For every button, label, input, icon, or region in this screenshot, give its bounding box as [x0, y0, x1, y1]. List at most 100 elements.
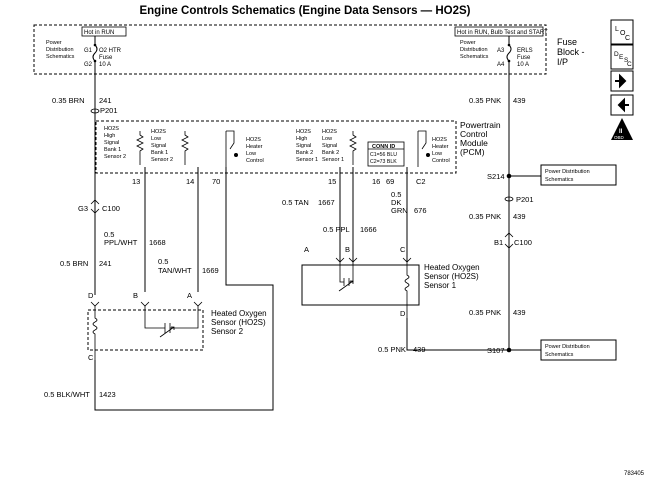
- fuse-word: Fuse: [517, 55, 531, 61]
- svg-text:OBD: OBD: [614, 135, 625, 140]
- svg-text:Bank 1: Bank 1: [151, 150, 168, 156]
- switch-icon: [225, 130, 235, 167]
- svg-text:HO2S: HO2S: [246, 137, 261, 143]
- fuse-block-label: Block -: [557, 47, 585, 57]
- svg-text:Bank 2: Bank 2: [322, 150, 339, 156]
- fuse-block-outline: [33, 24, 547, 75]
- fuse-rating: 10 A: [99, 62, 111, 68]
- pcm-circuit-1: HO2S High Signal Bank 1 Sensor 2: [104, 126, 126, 160]
- pcm-circuit-4: HO2S High Signal Bank 2 Sensor 1: [296, 129, 318, 163]
- sensor1-label: Heated Oxygen: [424, 263, 480, 272]
- wire-number: 439: [413, 345, 426, 354]
- fuse-rating: 10 A: [517, 62, 529, 68]
- conn-id-c2: C2=73 BLK: [370, 159, 397, 165]
- svg-text:Heater: Heater: [432, 144, 449, 150]
- heated-oxygen-sensor-2[interactable]: [87, 309, 204, 351]
- fuse-word: Fuse: [99, 55, 113, 61]
- fuse-symbol-icon: [92, 44, 98, 62]
- svg-text:C: C: [627, 61, 632, 68]
- svg-text:HO2S: HO2S: [151, 129, 166, 135]
- svg-text:15: 15: [328, 177, 336, 186]
- sensor2-label: Heated Oxygen: [211, 309, 267, 318]
- heater-coil-icon: [92, 306, 98, 360]
- description-button[interactable]: [610, 44, 634, 70]
- pcm-label: (PCM): [460, 147, 485, 157]
- svg-text:16: 16: [372, 177, 380, 186]
- wire-label: 0.5: [158, 257, 168, 266]
- splice-pack-icon: [504, 196, 514, 202]
- pcm-circuit-3: HO2S Heater Low Control: [246, 137, 264, 164]
- sensor2-pin-c: C: [88, 353, 94, 362]
- resistor-icon: [136, 131, 144, 165]
- wire-number: 241: [99, 96, 112, 105]
- sensor2-pin-d: D: [88, 291, 94, 300]
- svg-text:S: S: [624, 57, 629, 64]
- power-distribution-ref: Distribution: [46, 47, 74, 53]
- connector-chevron-icon: [504, 232, 514, 249]
- hot-in-run-box: [81, 26, 127, 37]
- svg-text:70: 70: [212, 177, 220, 186]
- svg-text:69: 69: [386, 177, 394, 186]
- hot-in-run-start-box: [454, 26, 544, 37]
- power-distribution-box[interactable]: [540, 339, 617, 361]
- sensor-element-icon: [338, 280, 354, 292]
- svg-text:II: II: [619, 129, 623, 135]
- resistor-icon: [181, 131, 189, 165]
- svg-text:High: High: [296, 136, 307, 142]
- svg-text:Control: Control: [246, 158, 264, 164]
- power-distribution-box[interactable]: [540, 164, 617, 186]
- svg-text:Signal: Signal: [151, 143, 166, 149]
- sensor1-pin-a: A: [304, 245, 309, 254]
- wire-label: DK: [391, 198, 401, 207]
- wire-number: 439: [513, 96, 526, 105]
- fuse-symbol-icon: [506, 44, 512, 62]
- svg-text:L: L: [615, 26, 619, 33]
- svg-text:HO2S: HO2S: [322, 129, 337, 135]
- pcm-label: Powertrain: [460, 120, 501, 130]
- wire-number: 439: [513, 212, 526, 221]
- pcm-circuit-6: HO2S Heater Low Control: [432, 137, 450, 164]
- svg-text:Bank 1: Bank 1: [104, 147, 121, 153]
- wire-label: 0.35 PNK: [469, 308, 501, 317]
- connector-b1: B1: [494, 238, 503, 247]
- connector-chevron-icon: [90, 301, 203, 307]
- svg-text:Low: Low: [151, 136, 161, 142]
- wire-label: TAN/WHT: [158, 266, 192, 275]
- wire-number: 676: [414, 206, 427, 215]
- connector-chevron-icon: [335, 257, 412, 263]
- svg-text:HO2S: HO2S: [104, 126, 119, 132]
- svg-text:Bank 2: Bank 2: [296, 150, 313, 156]
- wire-label: 0.5 PNK: [378, 345, 406, 354]
- pcm-circuit-2: HO2S Low Signal Bank 1 Sensor 2: [151, 129, 173, 163]
- switch-icon: [417, 130, 427, 167]
- fuse-name: ERLS: [517, 48, 533, 54]
- svg-text:Heater: Heater: [246, 144, 263, 150]
- splice-s214: S214: [487, 172, 505, 181]
- pcm-label: Control: [460, 129, 488, 139]
- wire-number: 1668: [149, 238, 166, 247]
- connector-c100: C100: [514, 238, 532, 247]
- obd-ii-warning-icon[interactable]: [611, 118, 633, 140]
- wire-label: 0.35 PNK: [469, 212, 501, 221]
- svg-text:Sensor 2: Sensor 2: [151, 157, 173, 163]
- svg-text:Low: Low: [246, 151, 256, 157]
- pcm-label: Module: [460, 138, 488, 148]
- svg-text:Sensor 1: Sensor 1: [322, 157, 344, 163]
- svg-text:14: 14: [186, 177, 194, 186]
- svg-text:C2: C2: [416, 177, 426, 186]
- ground-g3: G3: [78, 204, 88, 213]
- sensor1-pin-c: C: [400, 245, 406, 254]
- svg-text:Signal: Signal: [322, 143, 337, 149]
- svg-text:Control: Control: [432, 158, 450, 164]
- wire-label: 0.5 TAN: [282, 198, 309, 207]
- component-locator-button[interactable]: [610, 19, 634, 45]
- pd-box-label: Schematics: [545, 352, 574, 358]
- wire-number: 1669: [202, 266, 219, 275]
- wire-number: 241: [99, 259, 112, 268]
- wire-number: 1667: [318, 198, 335, 207]
- svg-text:HO2S: HO2S: [432, 137, 447, 143]
- sensor1-pin-d: D: [400, 309, 406, 318]
- power-distribution-ref: Schematics: [46, 54, 75, 60]
- heated-oxygen-sensor-1[interactable]: [301, 264, 420, 306]
